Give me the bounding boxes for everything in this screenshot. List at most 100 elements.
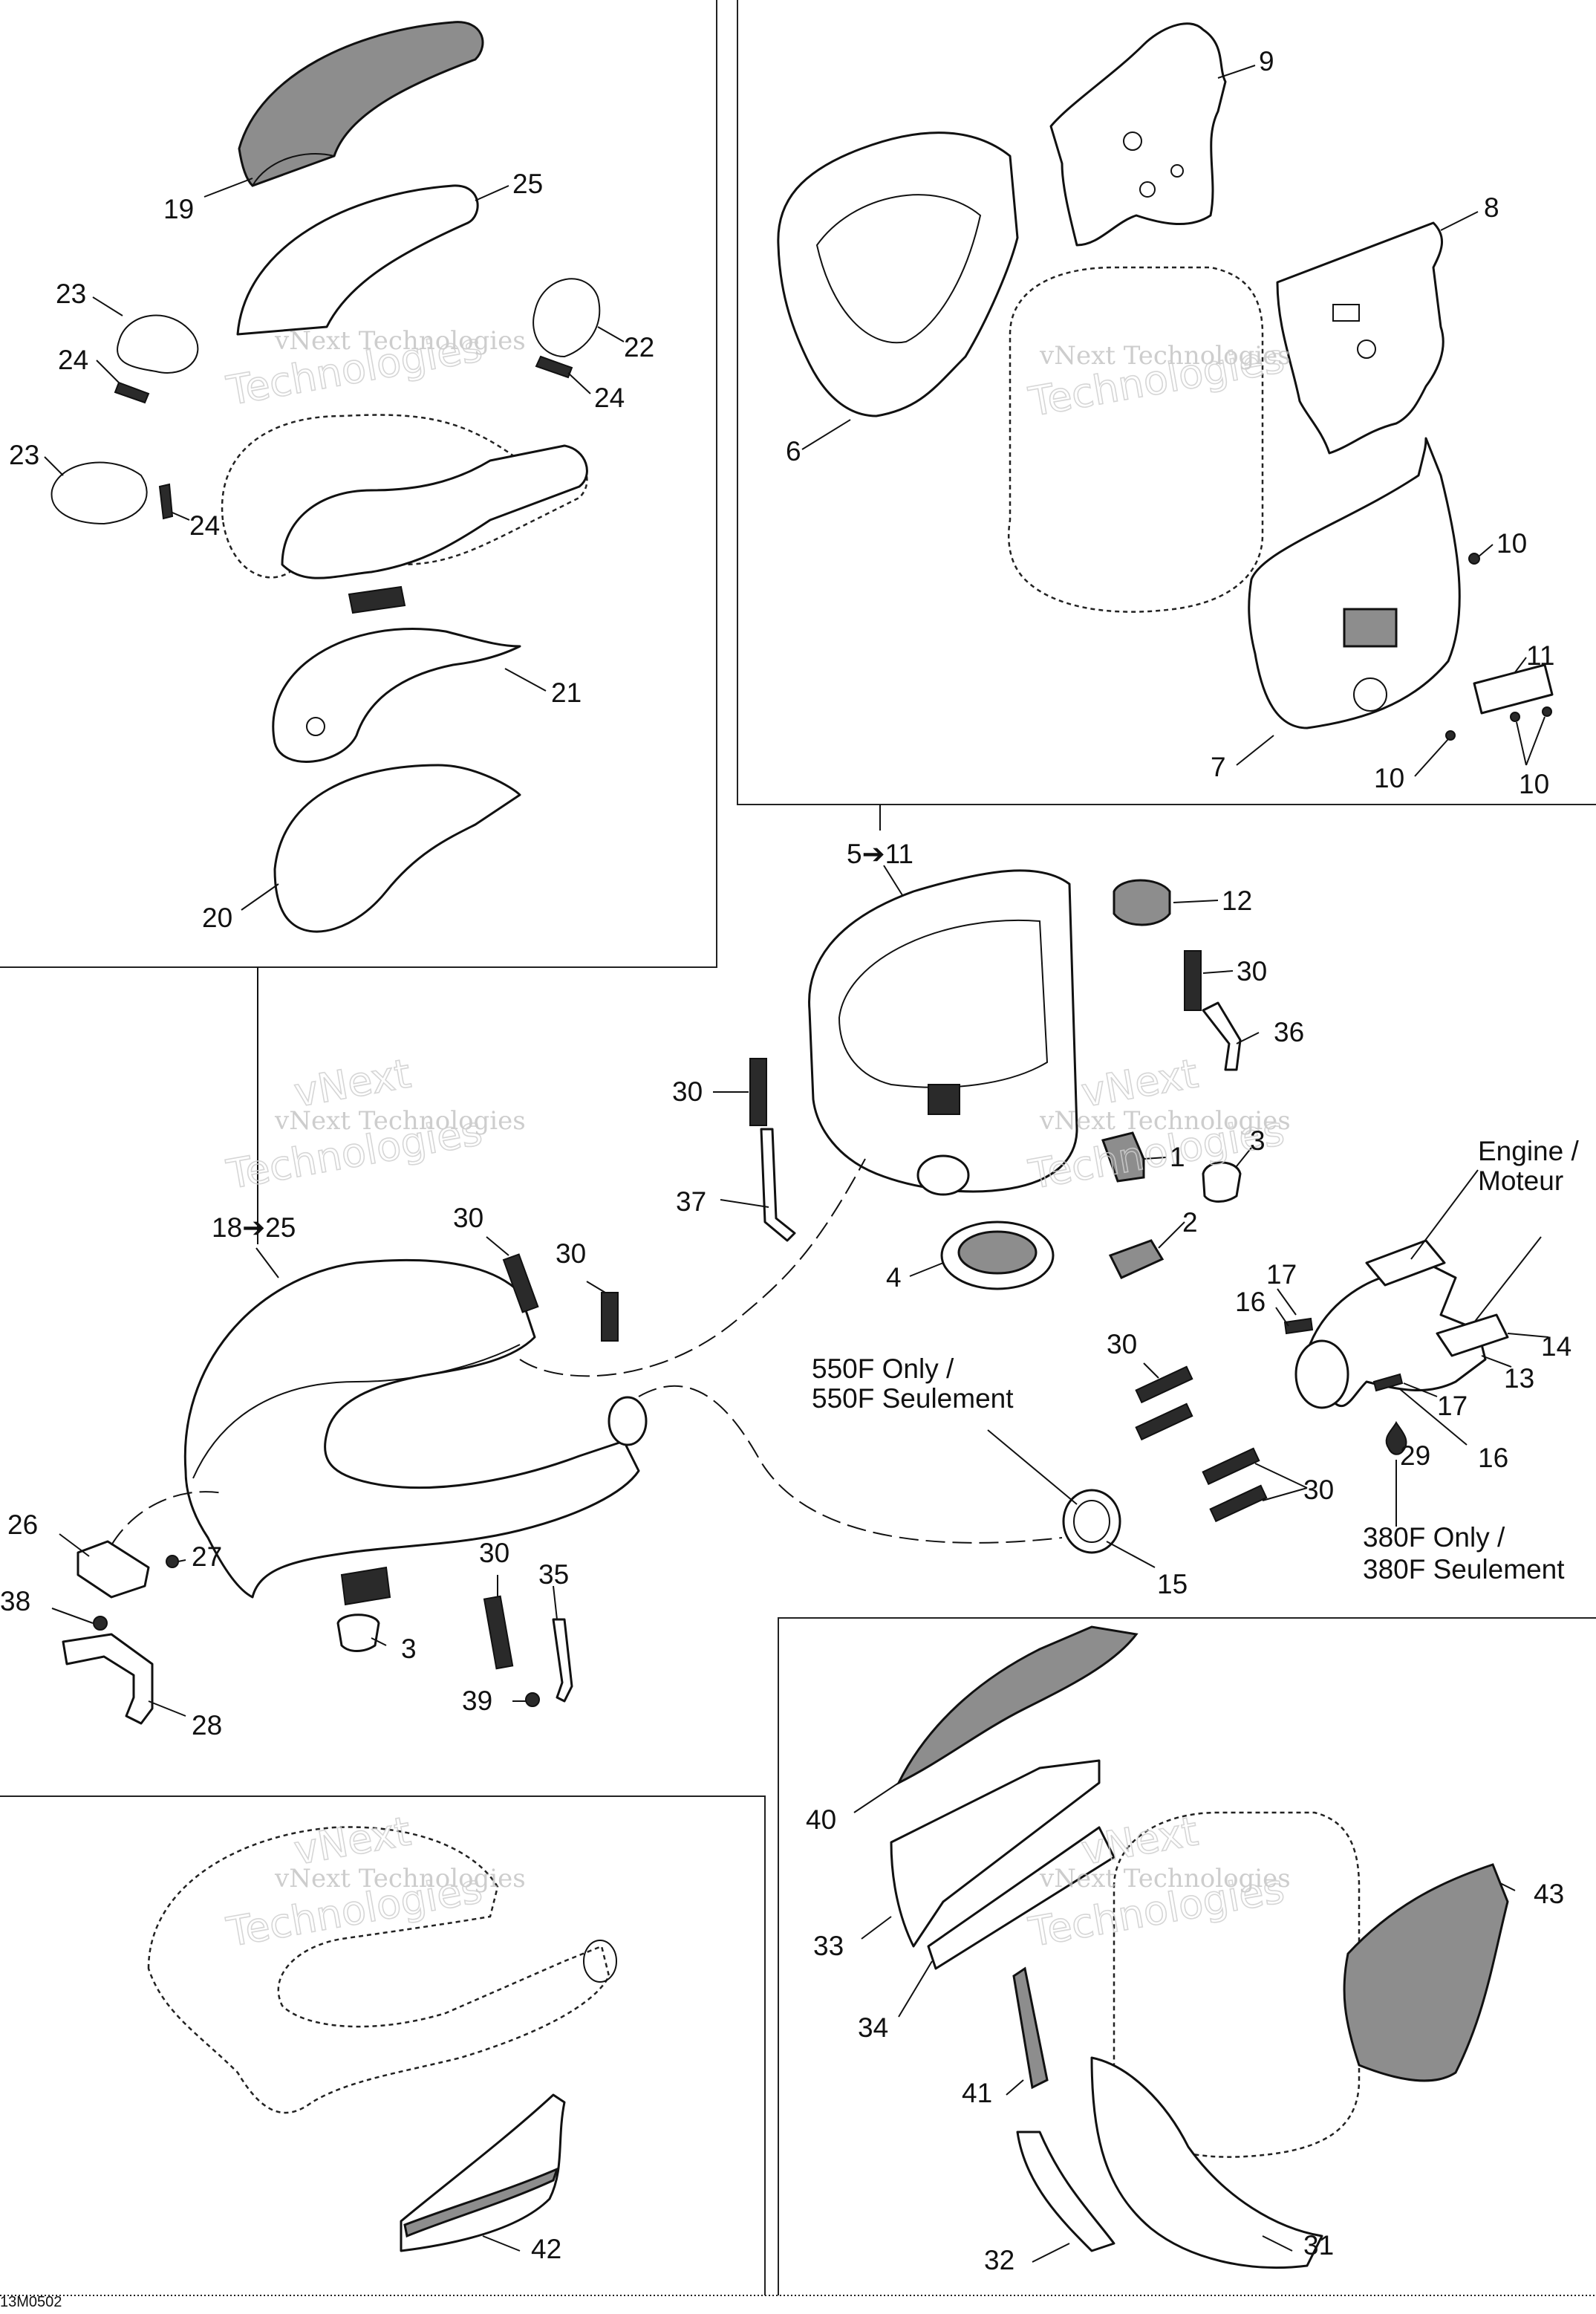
leader-17a [1277,1288,1297,1316]
bottom-left-inset [147,1826,617,2252]
callout-17a: 17 [1266,1259,1297,1290]
leader-24a [96,360,120,383]
only380-line2: 380F Seulement [1363,1554,1565,1585]
routing-pipe-to-muffler [519,1158,866,1377]
leader-30-top [1202,970,1234,974]
leader-23a [92,296,123,316]
bracket-28 [62,1633,154,1725]
leader-lines [44,65,1549,2263]
callout-18-25: 18➔25 [212,1212,296,1243]
spring-30-manifold-d [1209,1484,1268,1523]
leader-19 [203,178,253,198]
watermark-text: vNext Technologies [1039,1864,1291,1894]
tuned-pipe-mount [340,1566,391,1606]
shield-40 [896,1625,1139,1786]
leader-38 [51,1608,94,1624]
muffler-clip [928,1084,960,1115]
bracket-35 [552,1618,573,1703]
nut-10d [1542,706,1552,717]
leader-27 [177,1559,186,1562]
callout-6: 6 [786,436,801,467]
callout-17b: 17 [1437,1391,1468,1421]
leader-10d [1525,716,1545,766]
leader-9 [1217,65,1256,79]
muffler-cover-6-inner [815,194,982,344]
screw-27 [166,1555,179,1568]
tuned-pipe-18 [183,1258,640,1599]
leader-12 [1173,900,1219,903]
clamp-ring-22 [532,278,601,358]
callout-30-muffler-right: 30 [1237,956,1267,987]
clamp-spring-24b [535,355,573,379]
callout-30-pipe-c: 30 [479,1538,509,1568]
adapter-ring-15 [1062,1489,1121,1554]
callout-3a: 3 [1250,1125,1266,1156]
leader-31 [1262,2235,1293,2252]
callout-10b: 10 [1374,763,1404,793]
muffler-body-5 [808,869,1078,1193]
callout-41: 41 [962,2078,992,2108]
leader-7 [1236,735,1274,766]
callout-30-manifold-top: 30 [1107,1329,1137,1359]
muffler-heat-shields [777,22,1554,741]
callout-35: 35 [538,1559,569,1590]
leader-40 [853,1782,899,1813]
rubber-mount-1 [1101,1131,1145,1183]
leader-15 [1106,1541,1156,1568]
leader-24b [567,372,591,394]
watermark-text: vNext Technologies [274,1106,526,1136]
leader-32 [1032,2243,1070,2263]
clamp-ring-23a [117,314,199,374]
shield-31 [1090,2056,1323,2269]
frame-top-right [737,0,1596,805]
leader-6 [801,419,851,450]
screw-38 [93,1616,108,1631]
clamp-spring-24c [158,483,174,520]
callout-7: 7 [1211,752,1226,782]
watermark-text: vNext Technologies [274,326,526,356]
leader-11 [1514,657,1527,673]
watermark-text: vNext Technologies [274,1864,526,1894]
bottom-right-inset [890,1625,1509,2269]
seal-ring-4-inner [957,1230,1038,1275]
tuned-pipe-assembly [62,1158,1063,1725]
callout-13: 13 [1504,1363,1534,1394]
spring-30-manifold-c [1202,1447,1260,1486]
callout-22: 22 [624,332,654,363]
callout-28: 28 [192,1710,222,1741]
spring-30-pipe-b [601,1292,619,1342]
leader-10a [1477,544,1494,558]
exhaust-manifold [1062,1169,1542,1554]
callout-26: 26 [7,1509,38,1540]
callout-25: 25 [512,169,543,199]
callout-39: 39 [462,1686,492,1716]
nut-10c [1510,712,1520,722]
watermark-text: vNext Technologies [1039,1106,1291,1136]
callout-4: 4 [886,1262,902,1293]
frame-bottom-right [778,1617,1596,2295]
leader-3b [371,1637,387,1646]
leader-550 [987,1429,1078,1505]
leader-28 [148,1700,186,1717]
leader-30-lower-a [1143,1362,1159,1379]
bracket-36 [1202,1001,1242,1071]
callout-20: 20 [202,903,232,933]
cover-plate-11 [1473,663,1554,715]
leader-34 [898,1960,933,2018]
leader-25 [475,185,509,201]
shield-41 [1012,1966,1049,2090]
heat-shield-20 [273,764,521,933]
leader-42 [482,2235,521,2252]
callout-3b: 3 [401,1634,417,1664]
tuned-pipe-18-seam [192,1344,521,1479]
callout-43: 43 [1534,1879,1564,1909]
nut-10a [1468,553,1480,565]
routing-pipe-to-manifold [638,1385,1063,1544]
nut-39 [525,1692,540,1707]
pipe-body-top [281,444,588,579]
gasket-8-hole [1357,339,1376,359]
callout-33: 33 [813,1931,844,1961]
tuned-pipe-outline-inlet [583,1940,617,1983]
only380-line1: 380F Only / [1363,1522,1505,1553]
callout-30-pipe-b: 30 [556,1238,586,1269]
